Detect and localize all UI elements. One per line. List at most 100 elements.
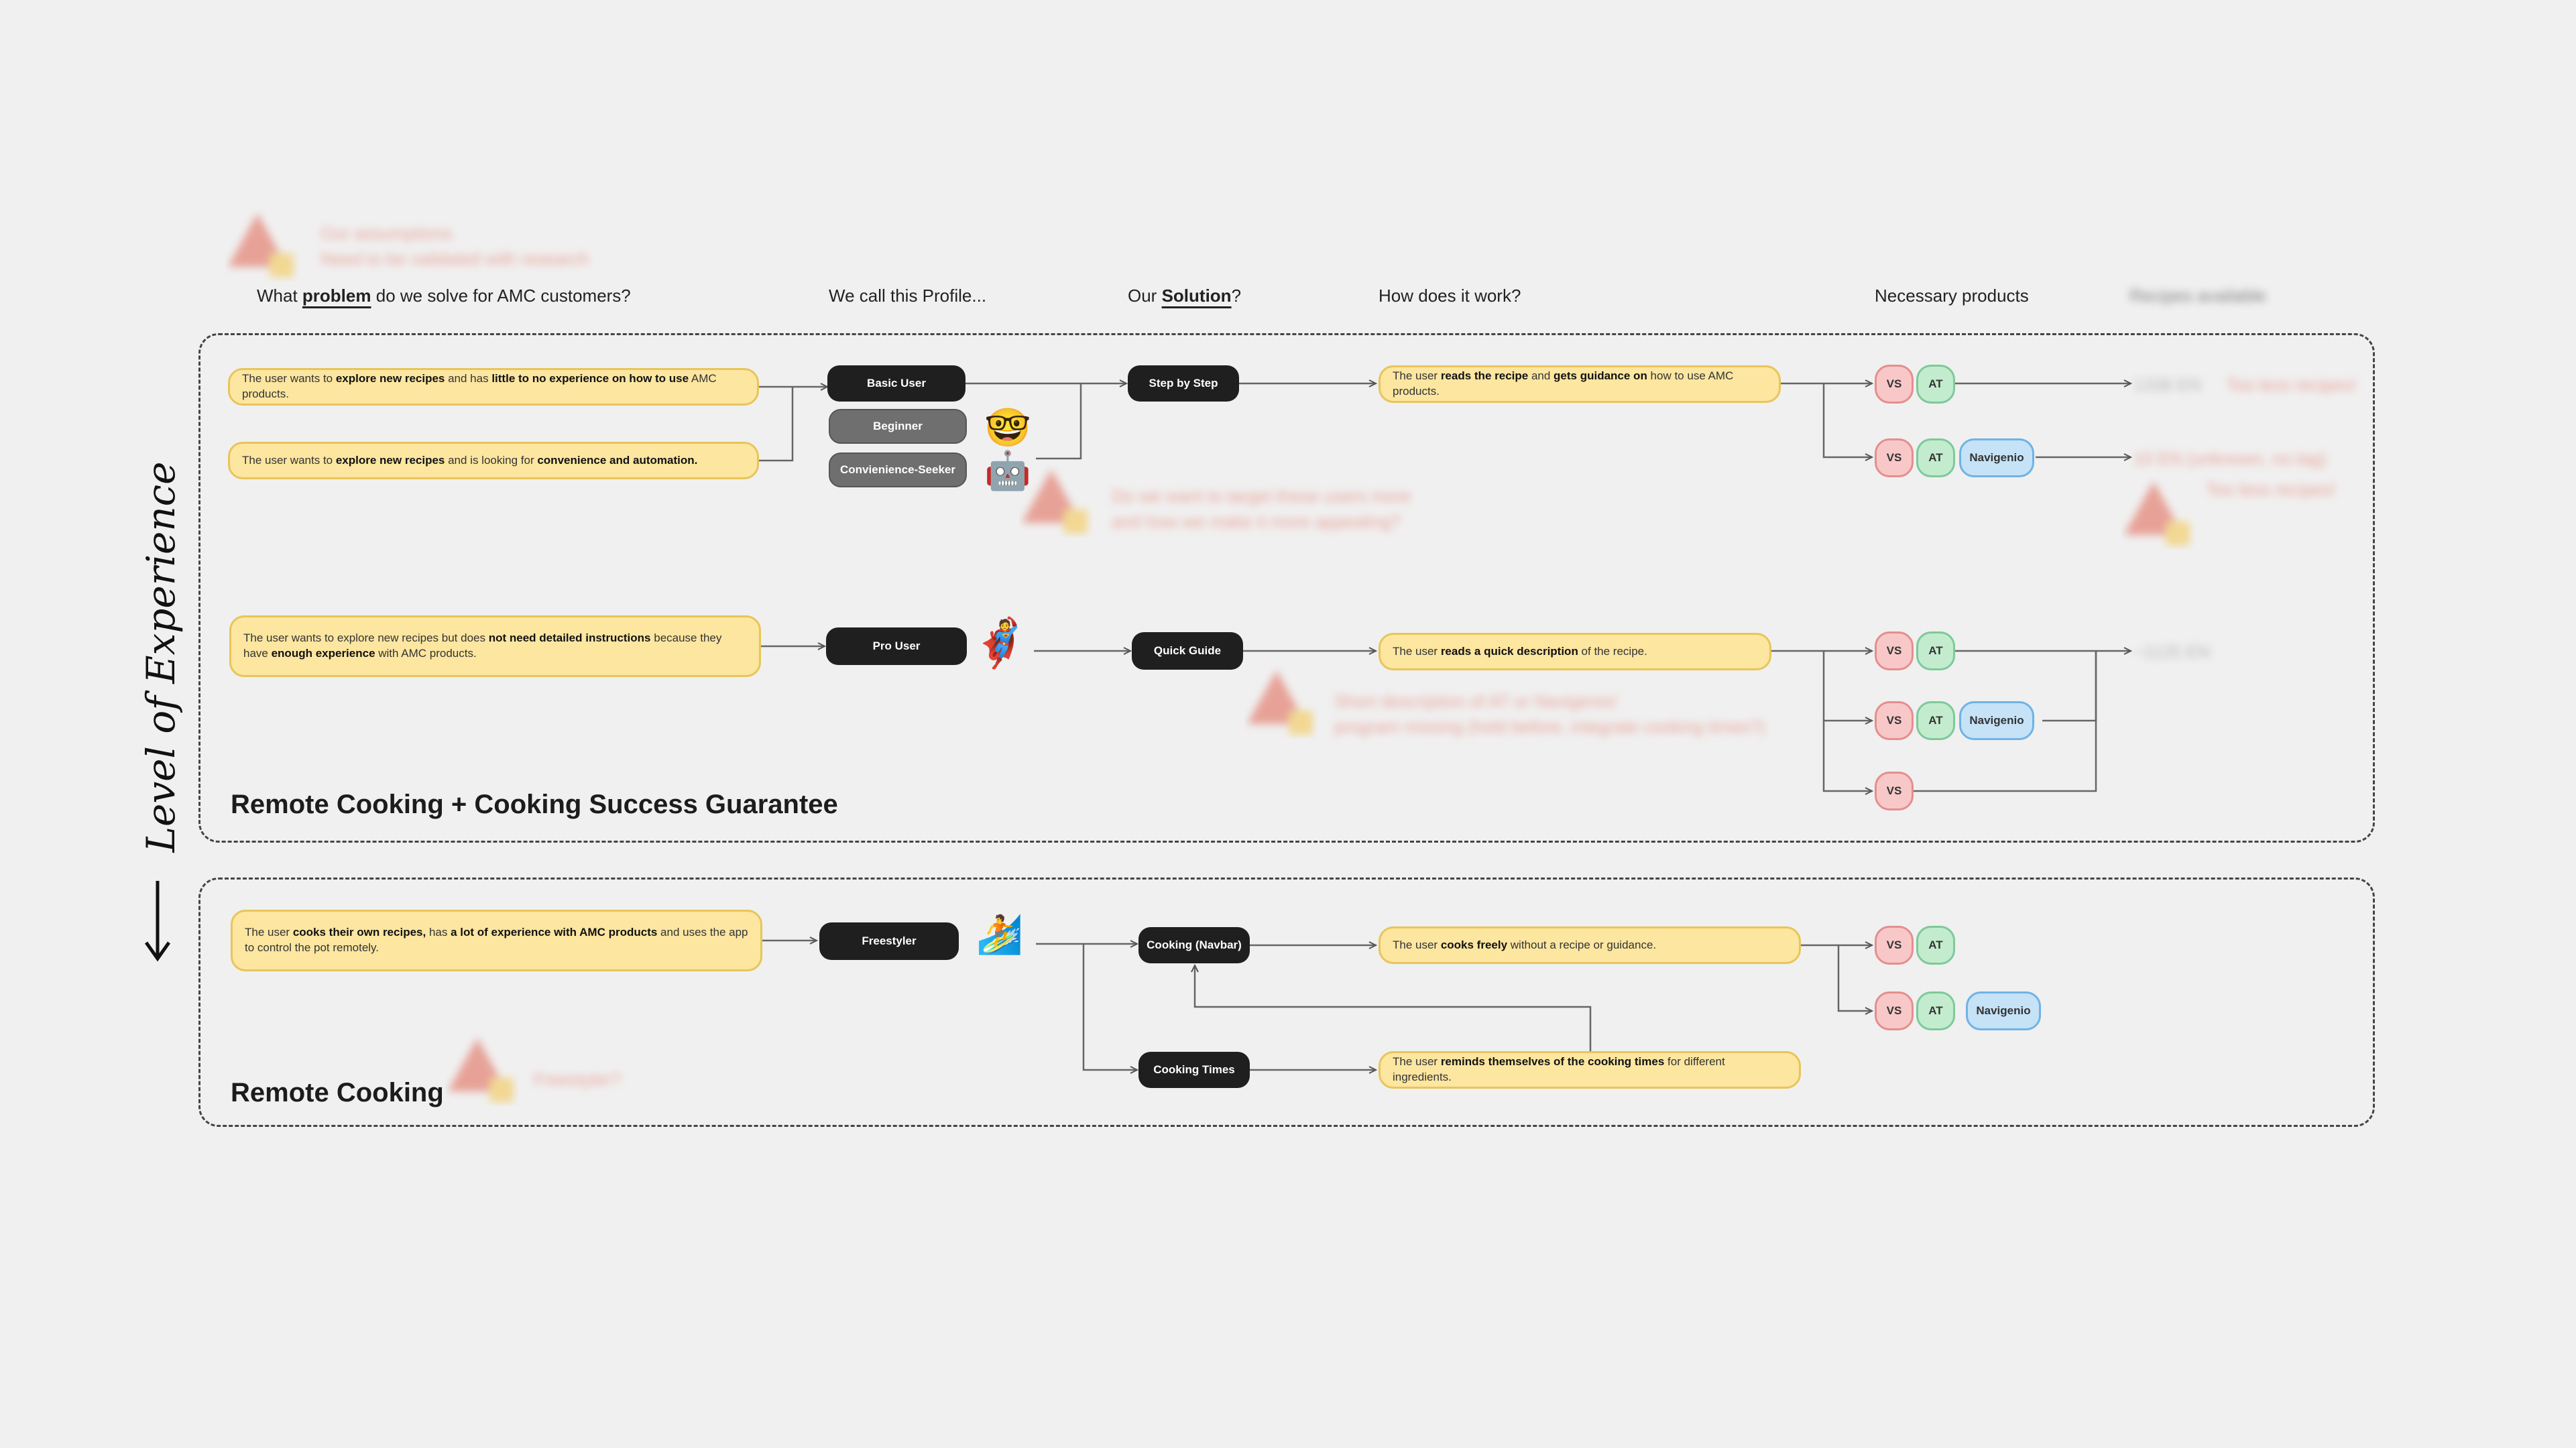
solution-step-by-step[interactable]: Step by Step [1128,365,1239,402]
header-how: How does it work? [1379,286,1521,306]
text-run: for different ingredients. [1393,1055,1725,1083]
solution-cooking-navbar[interactable]: Cooking (Navbar) [1138,927,1250,963]
section-remote-cooking-guarantee [198,333,2375,843]
product-vs-chip: VS [1875,701,1914,740]
header-text: ? [1231,286,1242,306]
solution-quick-guide[interactable]: Quick Guide [1132,632,1243,670]
profile-freestyler[interactable]: Freestyler [819,922,959,960]
recipes-warning: Too less recipes! [2226,375,2357,395]
product-vs-chip: VS [1875,772,1914,810]
product-navigenio-chip: Navigenio [1959,701,2034,740]
note-line: Short description of AT or Navigenio/ [1334,691,1617,711]
header-profile: We call this Profile... [829,286,987,306]
text-bold: cooks their own recipes, [292,926,426,939]
assumption-note-line: Our assumptions [320,223,453,243]
robot-emoji-icon: 🤖 [984,449,1031,491]
text-run: AMC products. [242,372,717,400]
freestyler-note: Freestyler? [534,1069,622,1089]
product-navigenio-chip: Navigenio [1966,991,2041,1030]
text-run: and is looking for [445,453,538,467]
solution-cooking-times[interactable]: Cooking Times [1138,1052,1250,1088]
surfer-emoji-icon: 🏄 [976,913,1023,955]
header-problem: What problem do we solve for AMC custome… [257,286,631,306]
problem-text: The user wants to explore new recipes bu… [243,631,747,662]
recipes-count: ~1125 EN [2133,642,2211,662]
problem-box: The user wants to explore new recipes bu… [229,615,761,677]
how-text: The user cooks freely without a recipe o… [1393,938,1656,953]
product-at-chip: AT [1916,365,1955,404]
product-vs-chip: VS [1875,438,1914,477]
problem-box: The user cooks their own recipes, has a … [231,910,762,971]
warning-icon [448,1038,514,1102]
section-title: Remote Cooking [231,1078,444,1107]
how-box: The user cooks freely without a recipe o… [1379,926,1801,964]
text-run: and [1528,369,1554,383]
warning-icon [1022,469,1088,534]
text-bold: explore new recipes [335,453,445,467]
warning-icon [2124,481,2190,546]
problem-text: The user wants to explore new recipes an… [242,453,697,469]
product-at-chip: AT [1916,631,1955,670]
product-at-chip: AT [1916,991,1955,1030]
text-run: The user [1393,369,1441,383]
text-run: without a recipe or guidance. [1507,938,1657,951]
text-run: The user wants to [242,453,336,467]
section-remote-cooking [198,878,2375,1127]
problem-box: The user wants to explore new recipes an… [228,368,759,406]
profile-convenience-seeker[interactable]: Convienience-Seeker [829,452,967,487]
text-run: The user [1393,1055,1441,1069]
product-vs-chip: VS [1875,991,1914,1030]
text-run: with AMC products. [375,647,477,660]
text-run: The user wants to [242,372,336,385]
recipes-value: 1338 EN [2133,375,2202,395]
recipes-warning: Too less recipes! [2206,479,2336,499]
product-vs-chip: VS [1875,365,1914,404]
recipes-count: 10 EN (unknown, no tag) [2133,448,2327,469]
profile-basic-user[interactable]: Basic User [827,365,965,402]
how-text: The user reminds themselves of the cooki… [1393,1054,1787,1085]
recipes-count: 1338 EN Too less recipes! [2133,373,2356,398]
note-line: and how we make it more appealing? [1112,511,1401,532]
profile-beginner[interactable]: Beginner [829,409,967,444]
text-run: and has [445,372,492,385]
product-at-chip: AT [1916,701,1955,740]
header-text: Our [1128,286,1157,306]
nerd-emoji-icon: 🤓 [984,406,1031,448]
product-navigenio-chip: Navigenio [1959,438,2034,477]
how-text: The user reads the recipe and gets guida… [1393,369,1767,400]
target-note: Do we want to target these users more an… [1112,484,1411,534]
warning-icon [228,213,294,278]
text-bold: not need detailed instructions [488,631,651,645]
product-vs-chip: VS [1875,631,1914,670]
assumption-note: Our assumptions Need to be validated wit… [320,221,589,272]
problem-box: The user wants to explore new recipes an… [228,442,759,479]
superhero-emoji-icon: 🦸 [971,617,1030,669]
text-run: of the recipe. [1578,644,1647,658]
section-title: Remote Cooking + Cooking Success Guarant… [231,790,838,819]
experience-axis: Level of Experience [127,461,194,852]
warning-icon [1247,670,1313,735]
arrow-down-icon [144,881,171,962]
how-text: The user reads a quick description of th… [1393,644,1647,660]
product-at-chip: AT [1916,438,1955,477]
note-line: Do we want to target these users more [1112,486,1411,506]
text-run: because they have [243,631,722,660]
text-bold: little to no experience on how to use [491,372,689,385]
text-run: how to use AMC products. [1393,369,1734,398]
profile-pro-user[interactable]: Pro User [826,627,967,665]
text-bold: a lot of experience with AMC products [451,926,658,939]
short-description-note: Short description of AT or Navigenio/ pr… [1334,689,1765,739]
text-bold: convenience and automation. [537,453,698,467]
how-box: The user reads the recipe and gets guida… [1379,365,1781,403]
text-run: The user [1393,938,1441,951]
header-text: What [257,286,298,306]
text-run: has [426,926,451,939]
text-bold: reads the recipe [1440,369,1529,383]
header-emphasis: Solution [1161,286,1232,306]
product-at-chip: AT [1916,926,1955,965]
text-bold: cooks freely [1440,938,1508,951]
text-run: The user wants to explore new recipes bu… [243,631,489,645]
header-products: Necessary products [1875,286,2029,306]
how-box: The user reads a quick description of th… [1379,633,1771,670]
